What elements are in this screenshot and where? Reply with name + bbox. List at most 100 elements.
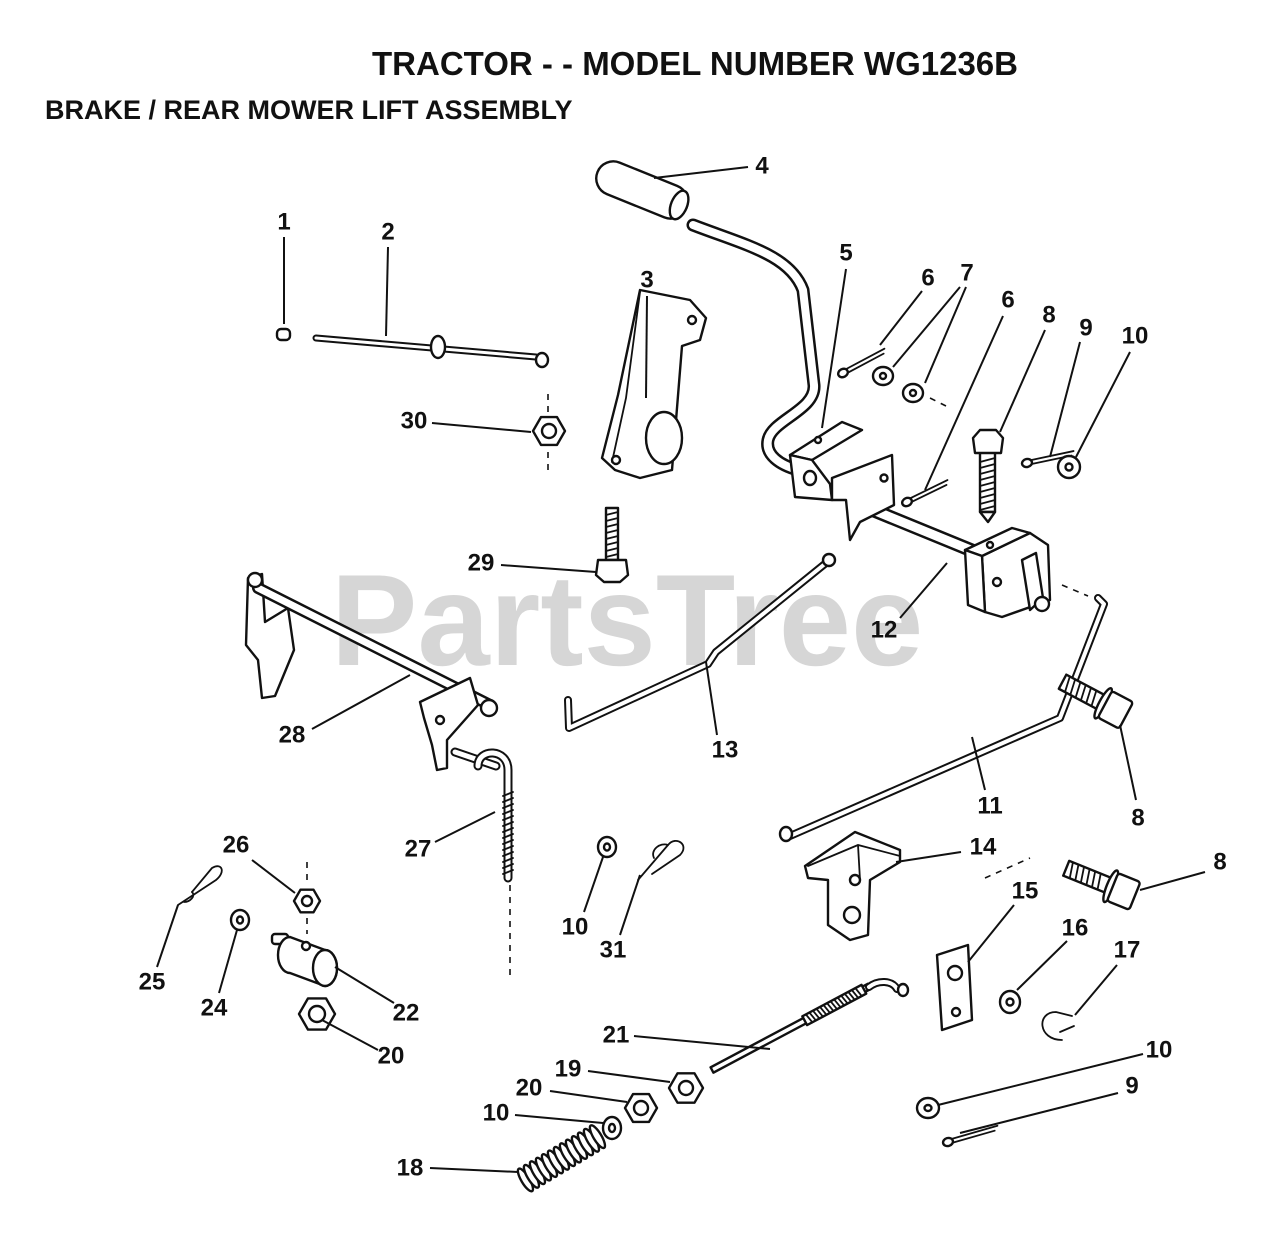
bracket-edge [611, 291, 641, 463]
callout-label: 10 [1122, 323, 1149, 350]
center-lines [306, 394, 1089, 978]
leader-line-25 [156, 904, 179, 968]
bracket-hole [842, 905, 862, 925]
bolt-shank [604, 506, 620, 562]
leader-line-2 [385, 246, 389, 337]
callout-label: 27 [405, 836, 432, 863]
callout-label: 20 [378, 1043, 405, 1070]
bolt-threads [1064, 675, 1098, 708]
rod-end [821, 552, 837, 568]
leader-line-7 [924, 286, 967, 384]
part-16-washer [998, 989, 1022, 1015]
part-3-saddle-bracket [600, 288, 708, 480]
bracket-hole [802, 469, 818, 487]
callout-label: 22 [393, 1000, 420, 1027]
washer-hole [235, 915, 245, 925]
center-line [984, 857, 1031, 879]
callout-label: 8 [1042, 302, 1055, 329]
hairpin-loop [183, 891, 195, 903]
washer-hole [908, 388, 918, 398]
leader-line-9 [959, 1092, 1119, 1134]
washer-hole [923, 1103, 933, 1113]
leader-line-3 [645, 295, 648, 399]
assembly-subtitle: BRAKE / REAR MOWER LIFT ASSEMBLY [45, 95, 573, 125]
leader-line-29 [500, 564, 597, 573]
bracket-hole [991, 576, 1003, 588]
callout-label: 2 [381, 219, 394, 246]
leader-line-8 [999, 329, 1046, 433]
bracket-hole [813, 435, 823, 445]
leader-line-8 [1139, 871, 1206, 891]
bracket-top-plate [788, 420, 864, 462]
leader-line-18 [429, 1167, 519, 1173]
shaft-pin [479, 698, 499, 718]
bracket-body [803, 830, 902, 942]
callout-label: 10 [1146, 1037, 1173, 1064]
callout-label: 20 [516, 1075, 543, 1102]
cotter-head [900, 496, 914, 508]
leader-line-30 [431, 422, 532, 433]
part-4-handle-grip [595, 160, 690, 221]
callout-labels: 1 2 3 4 5 6 7 6 8 9 10 30 29 12 28 13 11… [139, 153, 1227, 1182]
rod-collar [429, 334, 447, 360]
callout-label: 28 [279, 722, 306, 749]
part-18-spring [516, 1124, 607, 1193]
part-21-threaded-rod [709, 978, 910, 1074]
leader-line-14 [895, 851, 962, 863]
leader-line-20 [549, 1090, 628, 1103]
part-10-washer [1056, 454, 1082, 480]
part-31-hairpin-clip [637, 840, 685, 881]
callout-label: 11 [977, 793, 1002, 820]
plate-hole [950, 1006, 962, 1018]
leader-line-10 [1075, 351, 1131, 458]
center-line [929, 397, 947, 407]
part-22-trunnion [270, 932, 339, 988]
bolt-threads [1068, 861, 1102, 891]
bolt-threads [605, 511, 619, 558]
leader-line-4 [653, 166, 749, 179]
callout-label: 9 [1079, 315, 1092, 342]
cotter-legs [845, 347, 886, 374]
part-25-hairpin-clip [177, 865, 223, 906]
callout-label: 19 [555, 1056, 582, 1083]
washer-hole [878, 371, 888, 381]
part-2-brake-rod [312, 334, 550, 369]
part-27-j-bolt [473, 748, 514, 883]
handle-fill [689, 221, 818, 474]
nut-hole [300, 894, 314, 908]
part-5-handle-bracket [788, 420, 896, 542]
nut-hole [677, 1079, 695, 1097]
callout-label: 6 [1001, 287, 1014, 314]
bolt-threads [979, 457, 996, 511]
part-8-bolt [1062, 859, 1141, 911]
callout-label: 21 [603, 1022, 630, 1049]
part-6-cotter-pin [900, 479, 949, 508]
bracket-hole [686, 314, 698, 326]
leader-line-6 [924, 315, 1004, 491]
leader-line-9 [1049, 341, 1081, 458]
leader-line-10 [583, 856, 604, 913]
leader-line-6 [879, 290, 923, 346]
nut-hole [307, 1004, 327, 1024]
bolt-head [971, 428, 1005, 455]
handle-outline [686, 218, 821, 477]
part-8-bolt [971, 428, 1005, 524]
bracket-side-plate [830, 453, 896, 542]
part-1-pin [275, 327, 292, 342]
callout-label: 10 [483, 1100, 510, 1127]
leader-line-26 [251, 859, 296, 894]
callout-label: 1 [277, 209, 290, 236]
callout-label: 12 [871, 617, 898, 644]
leader-line-12 [899, 562, 948, 619]
callout-label: 29 [468, 550, 495, 577]
callout-label: 26 [223, 832, 250, 859]
callout-label: 8 [1213, 849, 1226, 876]
bolt-head [1097, 690, 1134, 729]
trunnion-end [311, 948, 339, 988]
callout-label: 24 [201, 995, 228, 1022]
leader-line-24 [218, 929, 238, 994]
plate-hole [946, 964, 964, 982]
shaft-end-bracket [963, 526, 1052, 619]
leader-line-31 [619, 874, 641, 936]
part-30-hex-nut [531, 415, 567, 447]
